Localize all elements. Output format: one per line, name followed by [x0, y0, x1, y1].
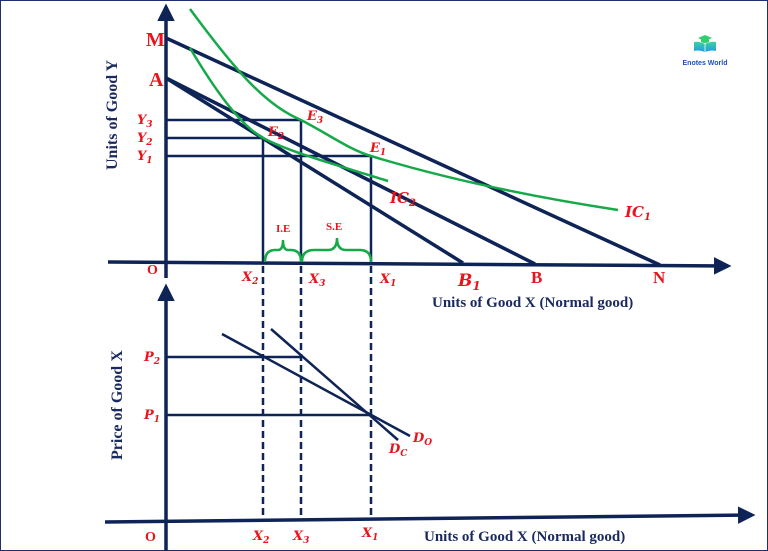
label-x1-bottom: X1: [361, 526, 378, 543]
budget-line-ab1: [165, 76, 464, 265]
bottom-y-axis-title: Price of Good X: [109, 350, 126, 460]
label-e1: E1: [369, 141, 386, 158]
label-a: A: [149, 69, 164, 91]
bottom-x-axis: [104, 506, 756, 524]
ordinary-demand-curve-do: [221, 332, 411, 438]
label-income-effect: I.E: [276, 223, 290, 235]
enotes-world-logo: Enotes World: [680, 32, 730, 67]
indifference-curve-ic2: [188, 47, 389, 183]
label-ic1: IC1: [624, 203, 651, 223]
label-n: N: [653, 268, 666, 287]
indifference-curve-ic1: [188, 8, 619, 212]
label-do: DO: [412, 431, 432, 448]
label-x3-bottom: X3: [292, 529, 309, 546]
bottom-x-axis-title: Units of Good X (Normal good): [424, 529, 625, 545]
top-panel: Units of Good Y M A Y3 Y2 Y1 E3 E2 E1 IC…: [104, 3, 732, 311]
label-x2-bottom: X2: [252, 529, 269, 546]
label-x2-top: X2: [241, 270, 258, 287]
label-origin-bottom: O: [145, 530, 156, 545]
label-m: M: [146, 29, 165, 51]
label-e3: E3: [306, 109, 323, 126]
label-origin-top: O: [147, 263, 158, 278]
budget-line-mn: [165, 36, 661, 267]
top-x-axis: [107, 257, 732, 275]
substitution-effect-brace: [300, 237, 373, 263]
label-dc: DC: [388, 442, 408, 459]
logo-text: Enotes World: [682, 60, 728, 67]
label-x3-top: X3: [308, 272, 325, 289]
budget-line-ab: [165, 76, 536, 266]
label-b1: B1: [457, 271, 481, 293]
compensated-demand-curve-dc: [270, 328, 399, 441]
label-substitution-effect: S.E: [326, 221, 342, 233]
label-y3: Y3: [137, 113, 153, 130]
open-book-graduation-cap-icon: [694, 35, 716, 52]
top-y-axis-title: Units of Good Y: [104, 59, 121, 170]
bottom-panel: Price of Good X P2 P1 DO DC O X2 X3 X1 U…: [104, 266, 756, 551]
label-e2: E2: [267, 125, 284, 142]
label-x1-top: X1: [379, 272, 396, 289]
label-b: B: [531, 268, 542, 287]
top-x-axis-title: Units of Good X (Normal good): [432, 295, 633, 311]
label-p1: P1: [143, 408, 160, 425]
income-effect-brace: [263, 239, 303, 263]
label-p2: P2: [143, 350, 160, 367]
label-ic2: IC2: [389, 189, 416, 209]
label-y2: Y2: [137, 131, 153, 148]
label-y1: Y1: [137, 149, 153, 166]
